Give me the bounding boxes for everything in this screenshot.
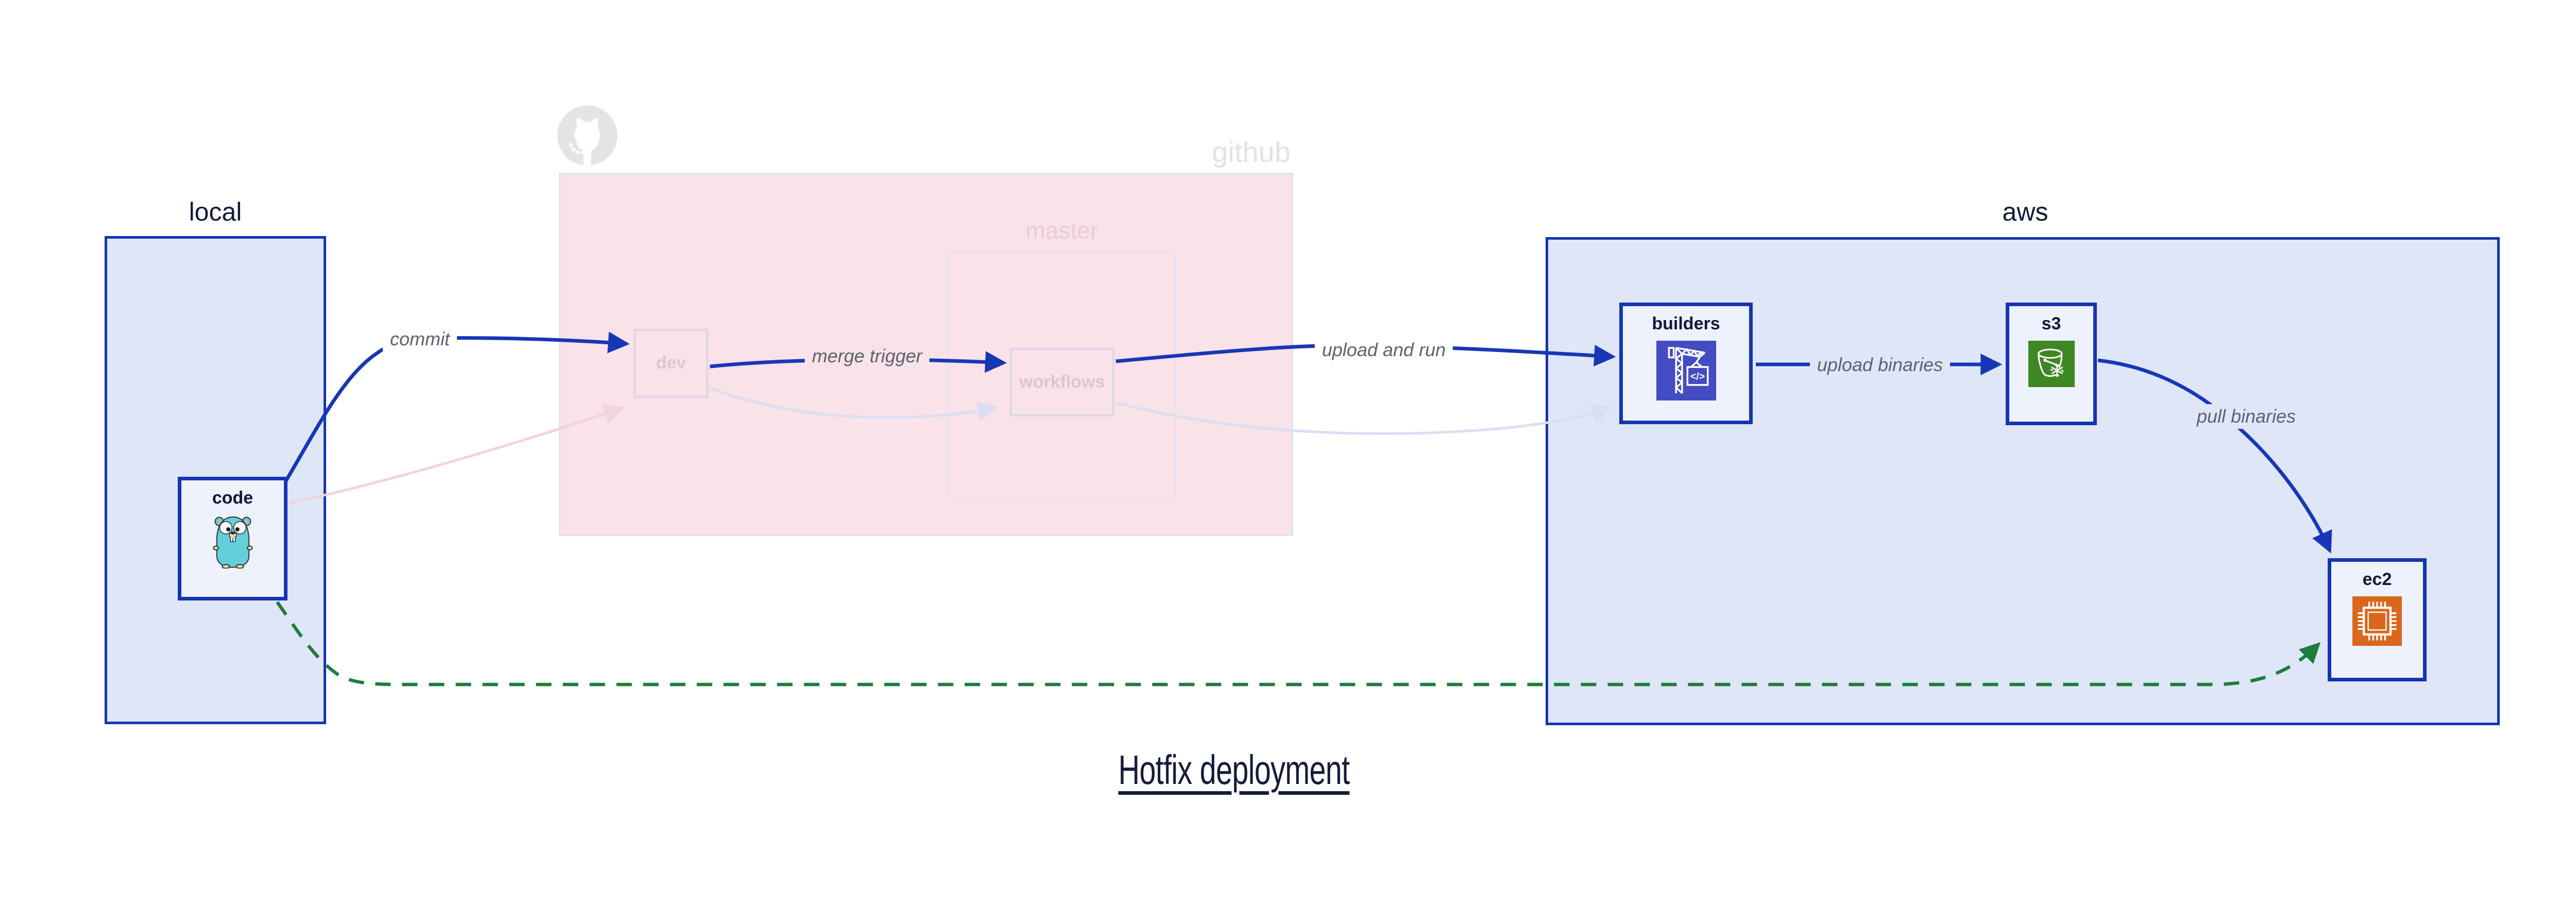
node-workflows: workflows (1010, 348, 1114, 416)
github-octocat-icon (557, 105, 618, 166)
codebuild-code-glyph: </> (1690, 371, 1705, 382)
builders-node-label: builders (1652, 314, 1720, 333)
aws-label: aws (2002, 197, 2048, 226)
ec2-chip-icon (2352, 596, 2402, 646)
edge-label-merge-trigger: merge trigger (804, 344, 930, 369)
diagram-title: Hotfix deployment (1118, 747, 1350, 793)
edge-label-upload-and-run: upload and run (1314, 338, 1453, 362)
node-dev: dev (634, 329, 708, 398)
edge-hotfix-dashed (276, 601, 2321, 687)
go-gopher-icon (212, 516, 253, 569)
edge-code-to-dev-faded (288, 404, 624, 505)
dev-node-label: dev (656, 353, 686, 373)
node-ec2: ec2 (2328, 558, 2427, 681)
node-s3: s3 (2006, 303, 2097, 425)
edge-label-pull-binaries: pull binaries (2189, 404, 2303, 429)
edge-pull-binaries (2097, 358, 2332, 554)
local-label: local (189, 197, 242, 226)
edge-dev-to-workflows-faded (710, 387, 998, 422)
s3-node-label: s3 (2041, 314, 2061, 333)
group-master (948, 252, 1176, 497)
edge-workflows-to-builders-faded (1115, 401, 1613, 435)
codebuild-crane-icon: </> (1656, 341, 1716, 401)
ec2-node-label: ec2 (2362, 570, 2392, 589)
workflows-node-label: workflows (1019, 372, 1105, 392)
master-label: master (1025, 217, 1098, 244)
node-code: code (178, 477, 287, 600)
edge-label-commit: commit (383, 327, 457, 352)
code-node-label: code (212, 488, 253, 508)
s3-glacier-bucket-icon (2028, 341, 2075, 388)
node-builders: builders </> (1619, 303, 1753, 424)
edge-label-upload-binaries: upload binaries (1809, 353, 1951, 377)
github-label: github (1212, 136, 1291, 168)
